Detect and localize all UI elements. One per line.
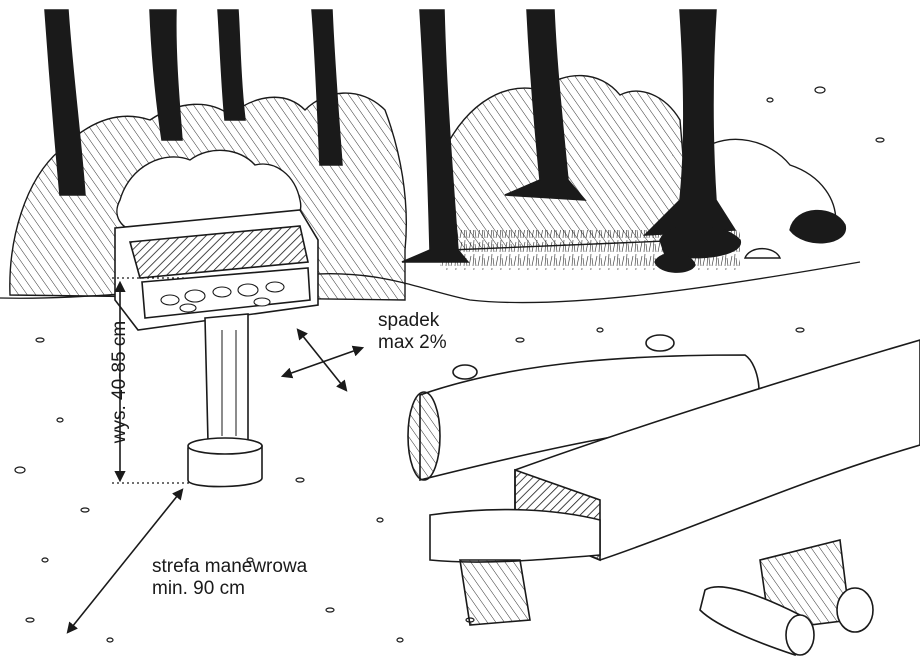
leg-left [460, 560, 530, 625]
seat-plank [430, 510, 600, 563]
grill-stand [115, 210, 318, 487]
maneuver-zone-label-line1: strefa manewrowa [152, 556, 307, 578]
maneuver-zone-label-line2: min. 90 cm [152, 578, 307, 600]
height-label: wys. 40-85 cm [109, 321, 131, 443]
slope-label-line1: spadek [378, 310, 447, 332]
grill-pole [205, 314, 248, 442]
log-bench [408, 335, 920, 655]
maneuver-zone-label: strefa manewrowa min. 90 cm [152, 556, 307, 600]
slope-label: spadek max 2% [378, 310, 447, 354]
slope-arrows [283, 330, 362, 390]
slope-label-line2: max 2% [378, 332, 447, 354]
